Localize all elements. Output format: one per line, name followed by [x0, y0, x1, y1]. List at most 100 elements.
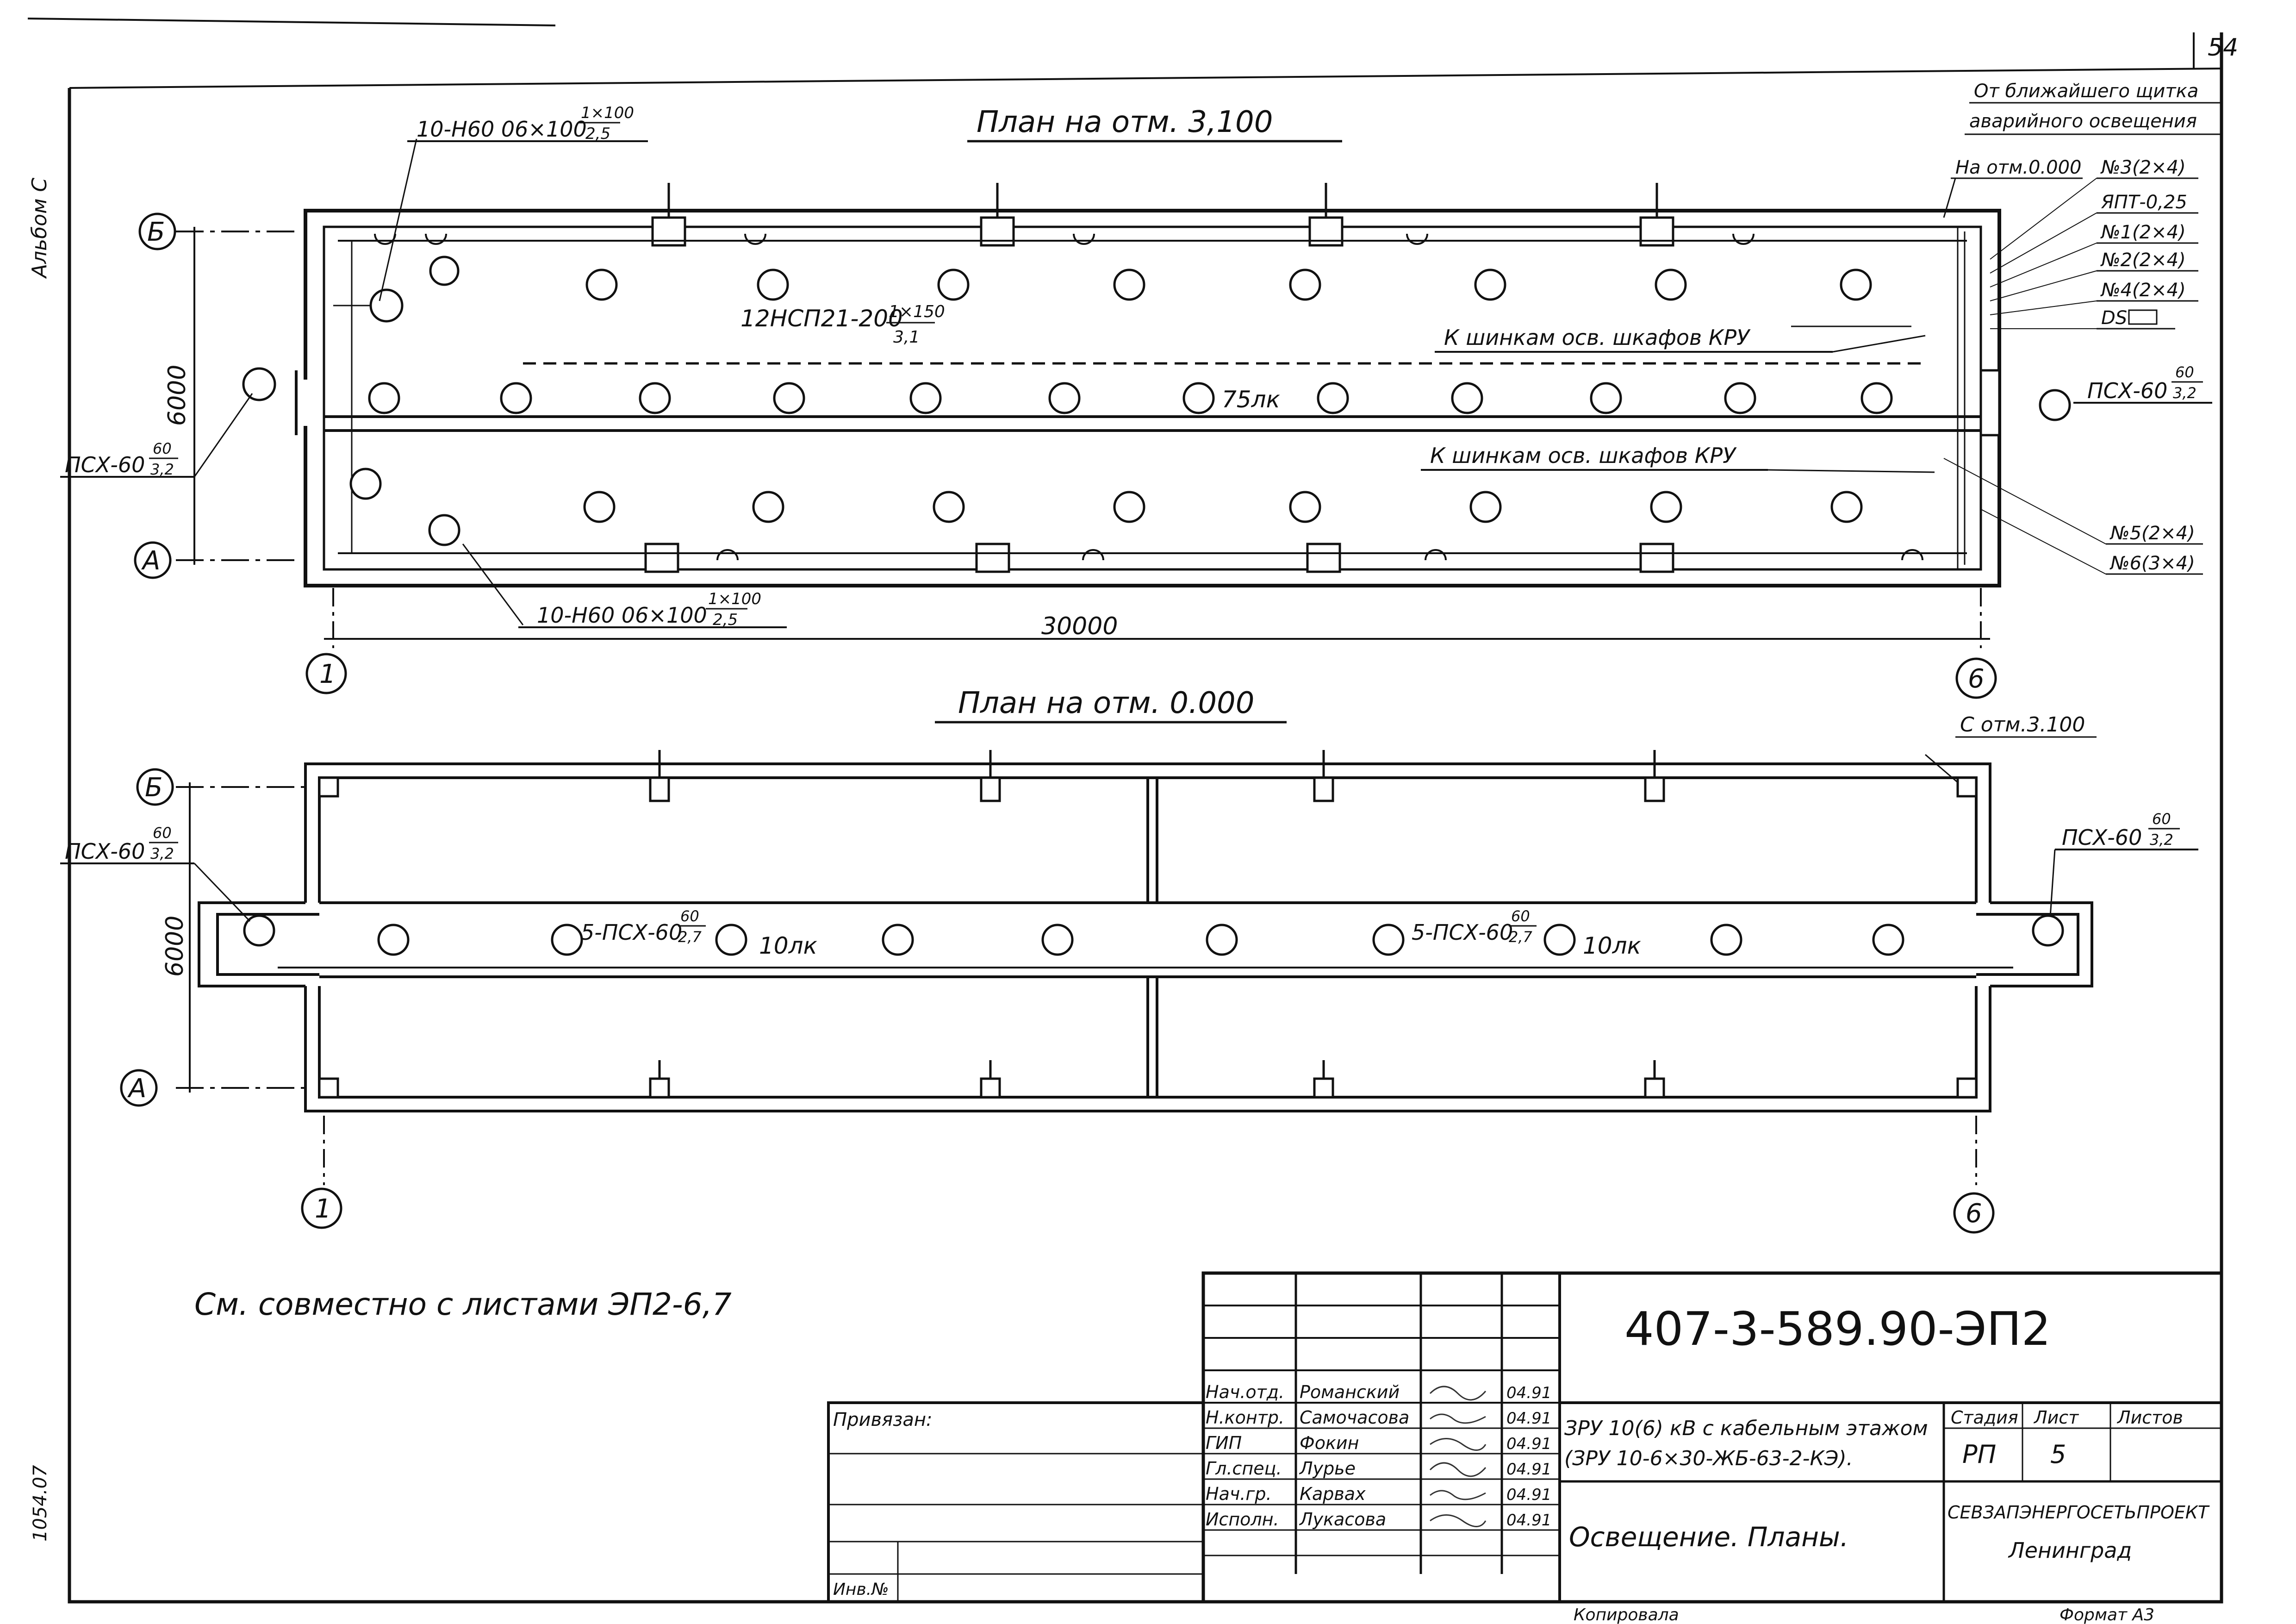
kru-label-lower: К шинкам осв. шкафов КРУ	[1421, 443, 1935, 473]
svg-text:ГИП: ГИП	[1206, 1433, 1242, 1453]
svg-text:1×100: 1×100	[581, 104, 634, 122]
svg-text:№4(2×4): №4(2×4)	[2100, 280, 2186, 301]
fixture	[715, 924, 747, 956]
title-block-dates: 04.91 04.91 04.91 04.91 04.91 04.91	[1506, 1384, 1551, 1530]
project-name-line1: ЗРУ 10(6) кВ с кабельным этажом	[1564, 1417, 1928, 1440]
fixture	[773, 382, 805, 414]
sheets-label: Листов	[2116, 1407, 2183, 1428]
callout-psx-left: ПСХ-60 60 3,2	[60, 393, 253, 478]
svg-text:5-ПСХ-60: 5-ПСХ-60	[1412, 920, 1513, 945]
svg-text:2,5: 2,5	[585, 125, 610, 143]
svg-text:60: 60	[153, 824, 172, 842]
axis-label-a: А	[141, 546, 160, 576]
svg-text:60: 60	[2152, 810, 2171, 828]
svg-text:№1(2×4): №1(2×4)	[2100, 222, 2186, 243]
fixture	[2032, 914, 2064, 947]
fixture	[1469, 491, 1502, 523]
svg-text:60: 60	[680, 907, 699, 925]
svg-text:Лурье: Лурье	[1299, 1458, 1356, 1479]
svg-text:3,2: 3,2	[2173, 384, 2196, 402]
callout-psx-group-1: 5-ПСХ-60 60 2,7 10лк	[581, 907, 817, 959]
plan-bottom-fixtures	[243, 914, 2064, 956]
fixture	[2039, 389, 2071, 421]
fixture	[1830, 491, 1863, 523]
svg-text:04.91: 04.91	[1506, 1384, 1551, 1402]
fixture	[1474, 269, 1506, 301]
svg-text:10-Н60 06×100: 10-Н60 06×100	[417, 117, 587, 142]
svg-text:3,2: 3,2	[2150, 831, 2173, 849]
svg-text:Фокин: Фокин	[1300, 1433, 1359, 1453]
svg-text:Гл.спец.: Гл.спец.	[1206, 1458, 1282, 1479]
fixture	[583, 491, 616, 523]
plan-top-walls	[295, 209, 2001, 587]
fixture	[1710, 924, 1742, 956]
svg-text:DS: DS	[2101, 307, 2127, 329]
privyazan-label: Привязан:	[833, 1409, 933, 1430]
svg-text:3,2: 3,2	[150, 461, 174, 478]
plan-top-wall-fixtures	[374, 233, 1923, 561]
fixture	[1724, 382, 1756, 414]
svg-text:04.91: 04.91	[1506, 1486, 1551, 1504]
fixture	[1206, 924, 1238, 956]
svg-text:№5(2×4): №5(2×4)	[2109, 523, 2195, 544]
fixture	[243, 914, 275, 947]
stage-value: РП	[1962, 1440, 1996, 1469]
illuminance-10-left: 10лк	[759, 932, 817, 959]
plan-bottom: План на отм. 0.000	[60, 686, 2198, 1234]
fixture	[1289, 269, 1321, 301]
axis-label-b-lower: Б	[145, 773, 162, 803]
fixture	[1317, 382, 1349, 414]
plan-top-wiring	[333, 240, 1967, 554]
plan-bottom-dimensions	[176, 782, 1977, 1185]
page-number: 54	[2208, 34, 2238, 62]
fixture	[1590, 382, 1622, 414]
sheet-label: Лист	[2033, 1407, 2079, 1428]
svg-text:Нач.гр.: Нач.гр.	[1206, 1484, 1272, 1504]
axis-label-6-lower: 6	[1966, 1199, 1982, 1229]
svg-text:04.91: 04.91	[1506, 1409, 1551, 1428]
svg-text:К шинкам осв. шкафов КРУ: К шинкам осв. шкафов КРУ	[1430, 443, 1737, 468]
callout-top-fixtures: 10-Н60 06×100 1×100 2,5	[379, 104, 648, 301]
title-block-roles: Нач.отд. Н.контр. ГИП Гл.спец. Нач.гр. И…	[1206, 1382, 1284, 1530]
callout-psx-right-lower: ПСХ-60 60 3,2	[2049, 810, 2198, 917]
svg-text:2,7: 2,7	[1509, 928, 1533, 946]
svg-text:ПСХ-60: ПСХ-60	[65, 452, 145, 477]
svg-text:ПСХ-60: ПСХ-60	[2062, 825, 2142, 850]
fixture	[1182, 382, 1215, 414]
fixture	[1048, 382, 1081, 414]
album-side-label: Альбом С	[28, 178, 51, 279]
callout-psx-right: ПСХ-60 60 3,2	[2073, 363, 2212, 404]
illuminance-75: 75лк	[1222, 386, 1280, 413]
title-block-signatures	[1429, 1386, 1487, 1527]
fixture	[1041, 924, 1074, 956]
fixture	[1655, 269, 1687, 301]
fixture	[1113, 269, 1145, 301]
svg-text:ПСХ-60: ПСХ-60	[65, 839, 145, 864]
svg-text:Н.контр.: Н.контр.	[1206, 1407, 1284, 1428]
axis-label-a-lower: А	[127, 1074, 146, 1104]
title-block	[827, 1271, 2223, 1604]
plan-top-fixtures-lower	[349, 468, 1863, 546]
kru-label-upper: К шинкам осв. шкафов КРУ	[1435, 325, 1926, 353]
fixture	[369, 288, 404, 323]
svg-text:ЯПТ-0,25: ЯПТ-0,25	[2101, 192, 2187, 213]
fixture	[757, 269, 789, 301]
axis-label-b: Б	[147, 217, 165, 247]
panel-labels: №3(2×4) ЯПТ-0,25 №1(2×4) №2(2×4) №4(2×4)…	[1990, 157, 2198, 330]
plan-top-fixtures-middle	[242, 367, 2071, 421]
fixture	[1372, 924, 1405, 956]
plan-top-dimensions	[176, 227, 1990, 648]
fixture	[937, 269, 970, 301]
sheet-value: 5	[2050, 1440, 2066, 1469]
svg-text:60: 60	[2175, 363, 2194, 381]
fixture	[368, 382, 400, 414]
fixture	[500, 382, 532, 414]
plan-top-fixtures-upper	[369, 256, 1872, 323]
fixture	[1289, 491, 1321, 523]
fixture	[585, 269, 618, 301]
project-name-line2: (ЗРУ 10-6×30-ЖБ-63-2-КЭ).	[1564, 1447, 1853, 1470]
fixture	[909, 382, 942, 414]
fixture	[429, 256, 460, 286]
sheet-title: Освещение. Планы.	[1569, 1521, 1848, 1553]
inventory-side-label: 1054.07	[30, 1465, 51, 1542]
